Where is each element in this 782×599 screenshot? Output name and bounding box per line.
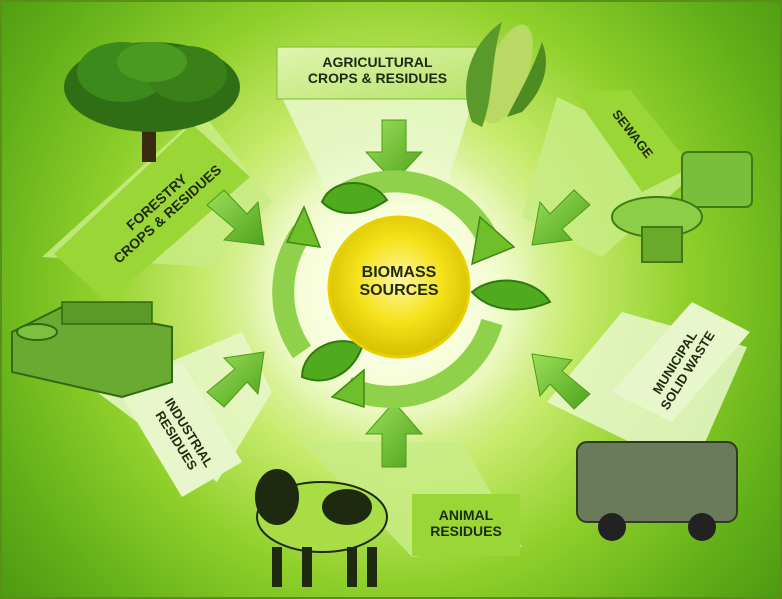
arrow-from-animal [364, 401, 424, 468]
plate-industrial [122, 362, 242, 497]
ring-arrowheads [285, 205, 516, 409]
arrow-from-agricultural [364, 119, 424, 183]
ring-arrowhead-1 [471, 215, 516, 266]
plate-sewage [572, 90, 692, 192]
center-title: BIOMASS SOURCES [359, 264, 439, 300]
arrow-from-forestry [206, 189, 265, 246]
input-arrows [206, 119, 591, 468]
arrow-from-industrial [206, 351, 265, 408]
cow-icon [255, 469, 388, 587]
plate-municipal [612, 302, 750, 422]
garbage-truck-icon [576, 441, 738, 541]
tree-icon [64, 42, 240, 162]
leaf-top-icon [320, 182, 389, 214]
arrow-from-sewage [531, 189, 591, 246]
ring-arc-right [342, 318, 503, 408]
sun-center [327, 215, 471, 359]
corn-icon [466, 22, 546, 127]
toilet-icon [611, 151, 753, 263]
ring-arrowhead-3 [285, 205, 322, 248]
label-animal: ANIMAL RESIDUES [430, 507, 502, 540]
factory-icon [11, 301, 173, 399]
plate-forestry [54, 124, 250, 302]
arrow-from-municipal [531, 353, 591, 410]
label-agricultural: AGRICULTURAL CROPS & RESIDUES [307, 54, 448, 87]
plate-animal [412, 494, 520, 556]
leaves [300, 182, 552, 382]
ring-arc-left [272, 225, 312, 359]
ring-arrowhead-2 [330, 368, 365, 409]
leaf-right-icon [470, 279, 552, 311]
